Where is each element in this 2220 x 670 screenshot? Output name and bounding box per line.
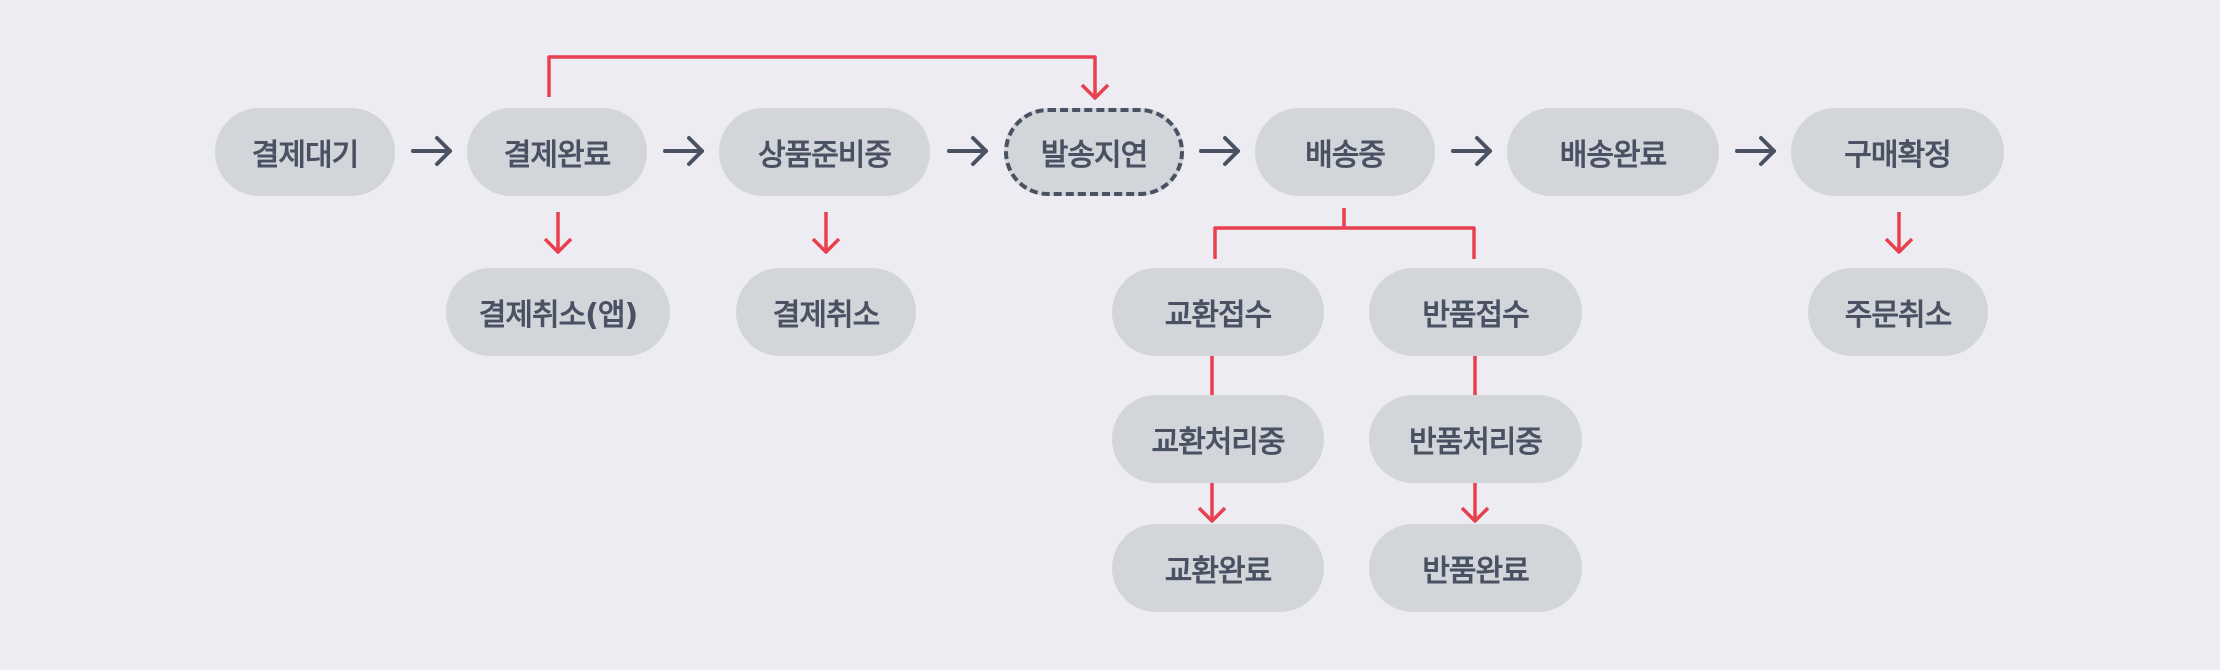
- arrow-right-icon: [947, 136, 988, 166]
- arrow-right-icon: [663, 136, 704, 166]
- node-payment-pending: 결제대기: [215, 108, 395, 196]
- arrow-right-icon: [411, 136, 452, 166]
- arrow-down-icon: [1460, 483, 1490, 523]
- node-return-done: 반품완료: [1369, 524, 1582, 612]
- arrow-right-icon: [1735, 136, 1776, 166]
- arrow-right-icon: [1451, 136, 1492, 166]
- node-preparing: 상품준비중: [719, 108, 930, 196]
- node-payment-cancel: 결제취소: [736, 268, 916, 356]
- node-payment-cancel-app: 결제취소(앱): [446, 268, 670, 356]
- node-payment-complete: 결제완료: [467, 108, 647, 196]
- arrow-down-icon: [1197, 483, 1227, 523]
- node-return-processing: 반품처리중: [1369, 395, 1582, 483]
- node-return-received: 반품접수: [1369, 268, 1582, 356]
- node-exchange-processing: 교환처리중: [1112, 395, 1324, 483]
- skip-to-delay-arrow: [547, 55, 1110, 100]
- node-exchange-done: 교환완료: [1112, 524, 1324, 612]
- arrow-right-icon: [1199, 136, 1240, 166]
- arrow-down-icon: [543, 212, 573, 254]
- node-purchase-confirmed: 구매확정: [1791, 108, 2004, 196]
- arrow-down-icon: [1884, 212, 1914, 254]
- node-shipping: 배송중: [1255, 108, 1435, 196]
- node-order-cancel: 주문취소: [1808, 268, 1988, 356]
- arrow-down-icon: [811, 212, 841, 254]
- node-delivered: 배송완료: [1507, 108, 1719, 196]
- branch-connector: [1213, 208, 1476, 259]
- node-exchange-received: 교환접수: [1112, 268, 1324, 356]
- node-shipping-delayed: 발송지연: [1004, 108, 1184, 196]
